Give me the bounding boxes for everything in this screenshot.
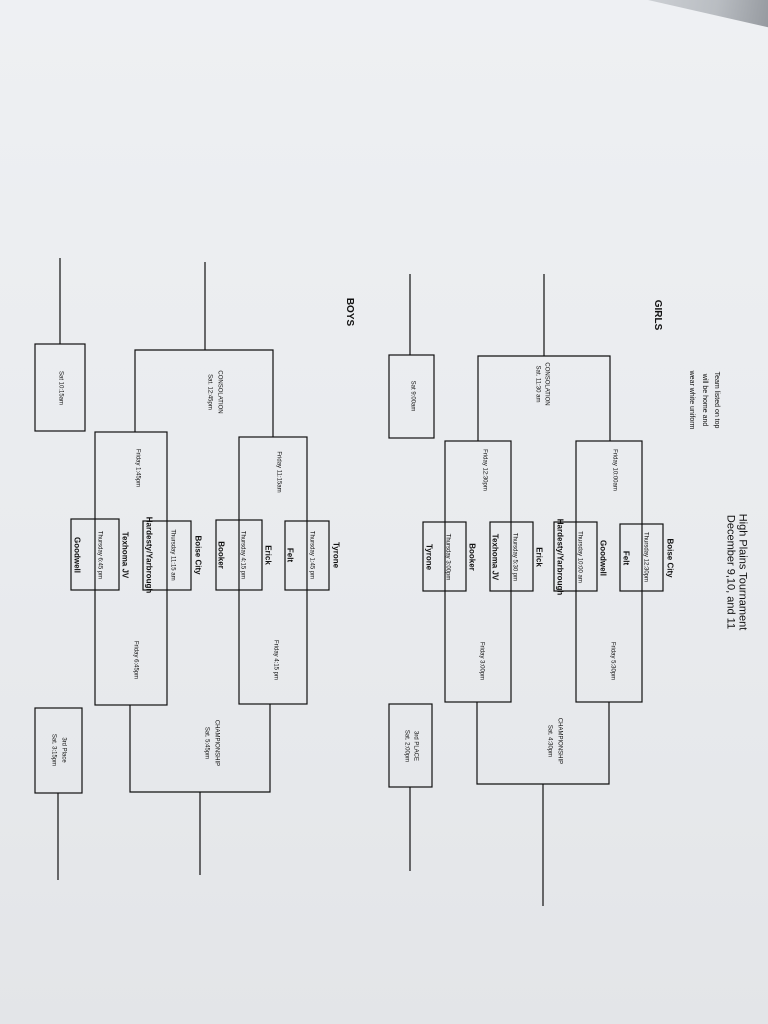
tournament-title: High Plains Tournament bbox=[736, 513, 749, 631]
girls-consolation-time: Sat. 11:30 am bbox=[534, 365, 541, 403]
boys-game-time: Thursday 11:15 am bbox=[169, 529, 176, 581]
girls-section-label: GIRLS bbox=[651, 299, 663, 331]
note-line-2: will be home and bbox=[701, 373, 709, 427]
boys-game-time: Thursday 6:45 pm bbox=[96, 530, 103, 580]
boys-game-time: Friday 1:45pm bbox=[134, 448, 141, 488]
boys-section-label: BOYS bbox=[343, 297, 355, 327]
girls-championship-label: CHAMPIONSHIP bbox=[556, 717, 563, 765]
girls-3rd-box bbox=[388, 703, 433, 788]
boys-team: Tyrone bbox=[331, 541, 341, 569]
girls-game-time: Thursday 5:30 pm bbox=[511, 532, 518, 582]
boys-3rd-time: Sat. 3:15pm bbox=[50, 733, 57, 767]
boys-team: Hardesty/Yarbrough bbox=[144, 516, 154, 594]
boys-consolation-label: CONSOLATION bbox=[216, 370, 223, 414]
note-line-1: Team listed on top bbox=[713, 371, 721, 429]
girls-consolation-label: CONSOLATION bbox=[543, 362, 550, 406]
boys-team: Erick bbox=[263, 545, 273, 565]
girls-game-time: Thursday 10:00 am bbox=[576, 531, 583, 583]
boys-3rd-label: 3rd Place bbox=[60, 737, 67, 763]
boys-game-time: Friday 11:15am bbox=[275, 451, 282, 493]
girls-team: Boise City bbox=[665, 538, 675, 578]
girls-game-time: Thursday 3:00pm bbox=[444, 533, 451, 581]
girls-3rd-time: Sat. 2:00pm bbox=[403, 729, 410, 763]
tournament-dates: December 9,10, and 11 bbox=[724, 514, 737, 630]
girls-team: Hardesty/Yarbrough bbox=[555, 518, 565, 596]
girls-game-time: Friday 10:00am bbox=[611, 449, 618, 491]
boys-team: Boise City bbox=[193, 535, 203, 575]
boys-game-time: Friday 4:15 pm bbox=[272, 639, 279, 681]
girls-team: Texhoma JV bbox=[490, 533, 500, 581]
boys-3rd-box bbox=[34, 707, 83, 794]
boys-consolation-time: Sat. 12:45pm bbox=[206, 374, 213, 410]
girls-7th-box bbox=[388, 354, 435, 439]
boys-game-time: Friday 6:45pm bbox=[132, 640, 139, 680]
girls-team: Booker bbox=[467, 543, 477, 571]
boys-game-time: Thursday 4:15 pm bbox=[239, 530, 246, 580]
girls-championship-bracket bbox=[476, 702, 610, 785]
girls-team: Felt bbox=[621, 550, 631, 566]
note-line-3: wear white uniform bbox=[688, 370, 696, 430]
girls-championship-time: Sat. 4:30pm bbox=[546, 724, 553, 758]
boys-championship-bracket bbox=[129, 704, 271, 793]
girls-7th-time: Sat 9:00am bbox=[409, 380, 416, 412]
girls-game-time: Friday 12:30pm bbox=[481, 449, 488, 491]
boys-consolation-bracket bbox=[134, 349, 274, 437]
girls-game-time: Thursday 12:30pm bbox=[642, 531, 649, 583]
boys-7th-time: Sat 10:15am bbox=[57, 370, 64, 406]
boys-championship-time: Sat. 5:45pm bbox=[203, 726, 210, 760]
girls-team: Tyrone bbox=[424, 543, 434, 571]
boys-team: Felt bbox=[285, 547, 295, 563]
boys-championship-label: CHAMPIONSHIP bbox=[213, 719, 220, 767]
boys-team: Booker bbox=[216, 541, 226, 569]
boys-team: Goodwell bbox=[72, 537, 82, 573]
girls-3rd-label: 3rd PLACE bbox=[412, 730, 419, 762]
girls-team: Goodwell bbox=[598, 540, 608, 576]
boys-team: Texhoma JV bbox=[120, 531, 130, 579]
boys-winners-bottom-box bbox=[94, 431, 168, 706]
girls-game-time: Friday 5:30pm bbox=[609, 641, 616, 681]
boys-game-time: Thursday 1:45 pm bbox=[308, 530, 315, 580]
girls-game-time: Friday 3:00pm bbox=[478, 641, 485, 681]
girls-team: Erick bbox=[534, 547, 544, 567]
